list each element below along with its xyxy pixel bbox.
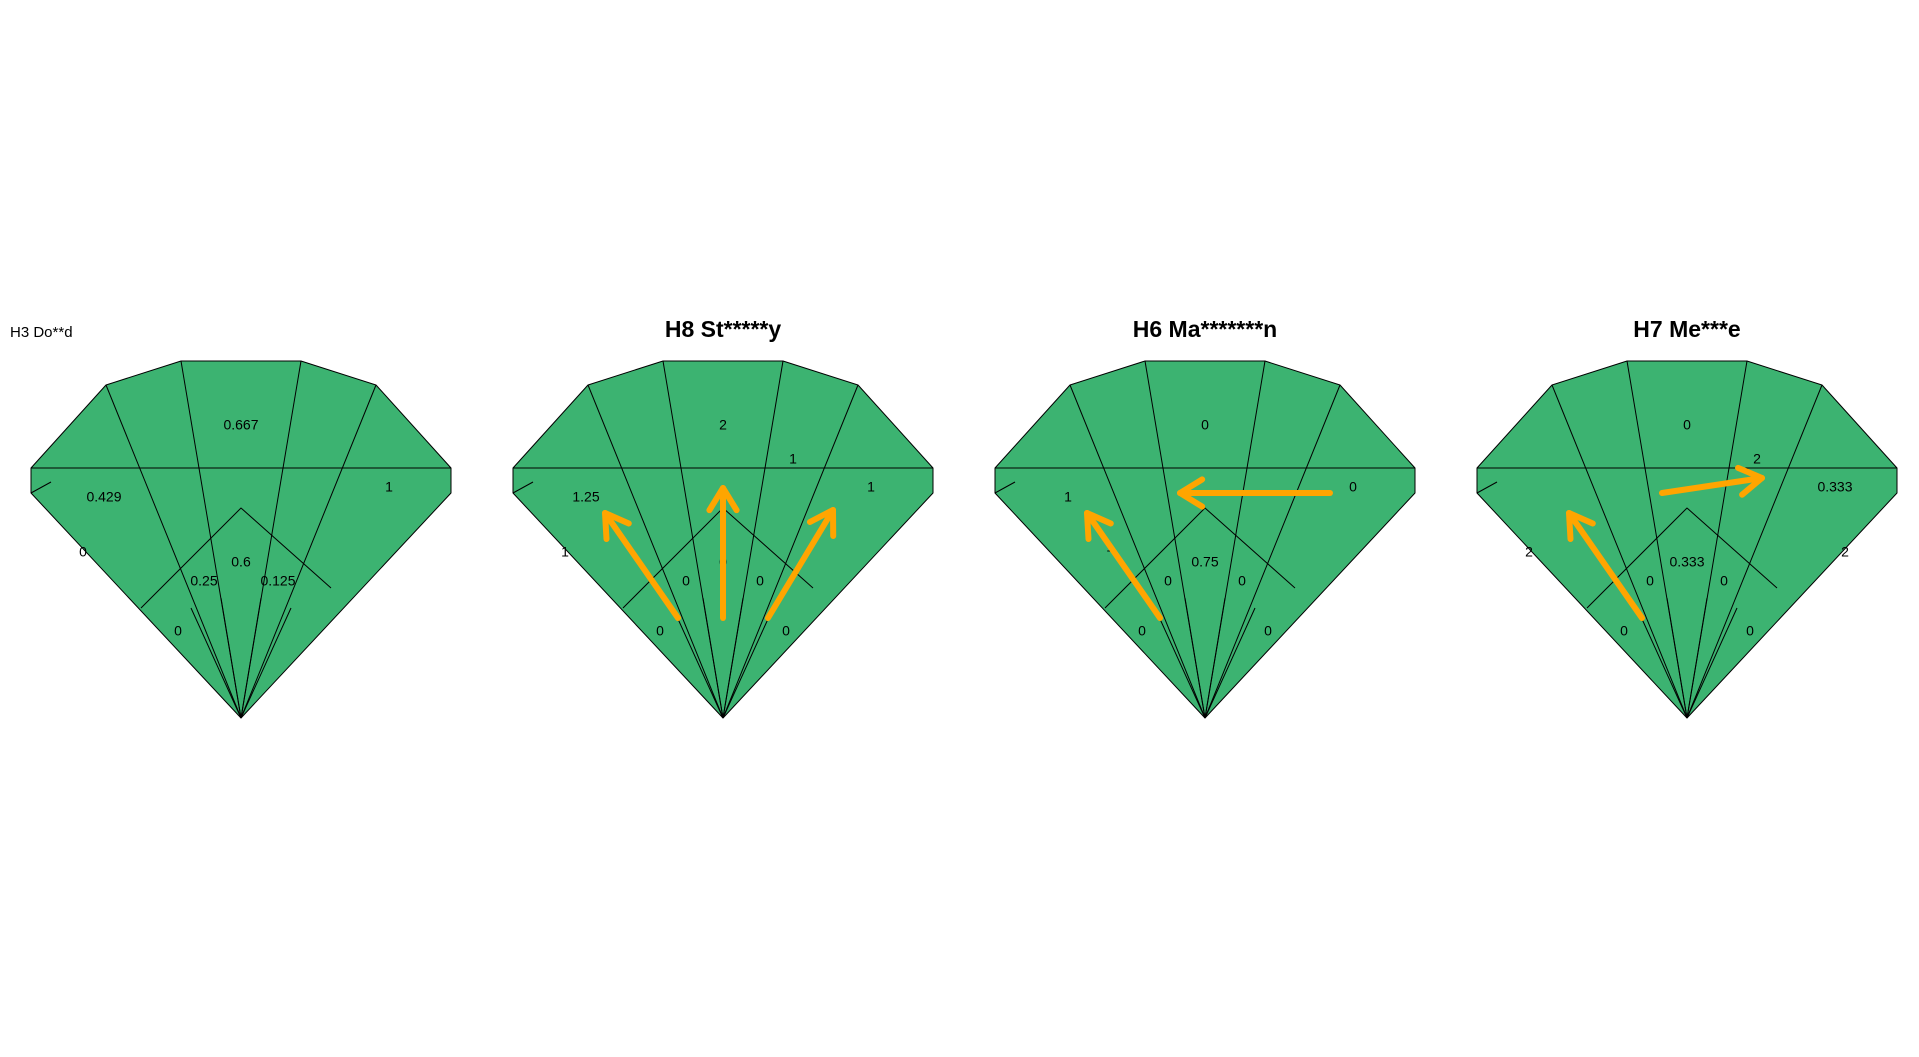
cell-value: 0 [1264,623,1272,639]
cell-value: 0 [682,573,690,589]
arrow-head [806,507,837,539]
inner-boundary [140,507,332,609]
arrow-head [706,485,740,514]
arrow-head [1177,476,1206,510]
fan-body [994,360,1416,719]
cell-value: 0 [1646,573,1654,589]
inner-boundary [1104,507,1296,609]
cell-value: 2 [1841,544,1849,560]
cell-value: 0 [1620,623,1628,639]
inner-spoke [1686,607,1738,719]
inner-spoke [1184,597,1206,719]
cell-value: 0 [756,573,764,589]
arrow-head [1566,510,1596,542]
cell-value: 0.25 [190,573,217,589]
sector-spoke [240,384,377,719]
flow-arrow [1659,475,1765,496]
rim-edge [1476,481,1498,494]
panel-title: H6 Ma*******n [1133,316,1277,342]
fan-panel: H7 Me***e 0 2 0.333 2 2 0 0 0.333 0 0 [1476,316,1898,719]
panel-title: H3 Do**d [10,324,73,341]
rim-edge [994,481,1016,494]
cell-value: 0.667 [223,417,258,433]
arrow-head [1735,464,1765,498]
panel-title: H7 Me***e [1633,316,1740,342]
panel-title: H8 St*****y [665,316,782,342]
inner-spoke [240,597,262,719]
sector-spoke [1686,384,1823,719]
inner-spoke [722,597,744,719]
cell-value: 0 [782,623,790,639]
rim-edge [30,481,52,494]
cell-value: 0 [174,623,182,639]
flow-arrow [602,510,681,621]
inner-spoke [1636,607,1688,719]
cell-value: 2 [719,417,727,433]
flow-arrow [765,507,836,621]
cell-value: 0.333 [1669,554,1704,570]
flow-arrow [1566,510,1645,621]
inner-spoke [1154,607,1206,719]
inner-boundary [1586,507,1778,609]
inner-spoke [190,607,242,719]
sector-spoke [587,384,724,719]
cell-value: 1 [789,451,797,467]
cell-value: 0 [1238,573,1246,589]
inner-spoke [1686,597,1708,719]
sector-spoke [1069,384,1206,719]
cell-value: 0.75 [1191,554,1218,570]
cell-value: 0 [1349,479,1357,495]
cell-value: 1 [385,479,393,495]
inner-spoke [702,597,724,719]
cell-value: 2 [1525,544,1533,560]
cell-value: 0.333 [1817,479,1852,495]
cell-value: 0 [1164,573,1172,589]
inner-spoke [1666,597,1688,719]
inner-spoke [1204,597,1226,719]
sector-spoke [722,384,859,719]
fan-body [30,360,452,719]
cell-value: 0.429 [86,489,121,505]
cell-value: 0.125 [260,573,295,589]
cell-value: 0 [656,623,664,639]
inner-spoke [240,607,292,719]
arrow-head [602,510,632,542]
sector-spoke [1204,384,1341,719]
inner-spoke [220,597,242,719]
sector-spoke [1551,384,1688,719]
inner-spoke [672,607,724,719]
cell-value: 0 [1720,573,1728,589]
cell-value: 1 [867,479,875,495]
cell-value: 0.6 [231,554,251,570]
cell-value: 1 [1064,489,1072,505]
fan-panel: H3 Do**d 0.429 0.667 1 0 0 0.25 0.6 0.125 [10,324,452,719]
cell-value: 1 [561,544,569,560]
rim-edge [512,481,534,494]
cell-value: 0 [1201,417,1209,433]
flow-arrow [1084,510,1163,621]
cell-value: 1.25 [572,489,599,505]
arrow-head [1084,510,1114,542]
inner-spoke [722,607,774,719]
sector-spoke [105,384,242,719]
cell-value: 2 [1753,451,1761,467]
cell-value: 0 [1138,623,1146,639]
inner-spoke [1204,607,1256,719]
cell-value: 0 [79,544,87,560]
cell-value: 0 [1746,623,1754,639]
fan-body [1476,360,1898,719]
cell-value: 0 [1683,417,1691,433]
